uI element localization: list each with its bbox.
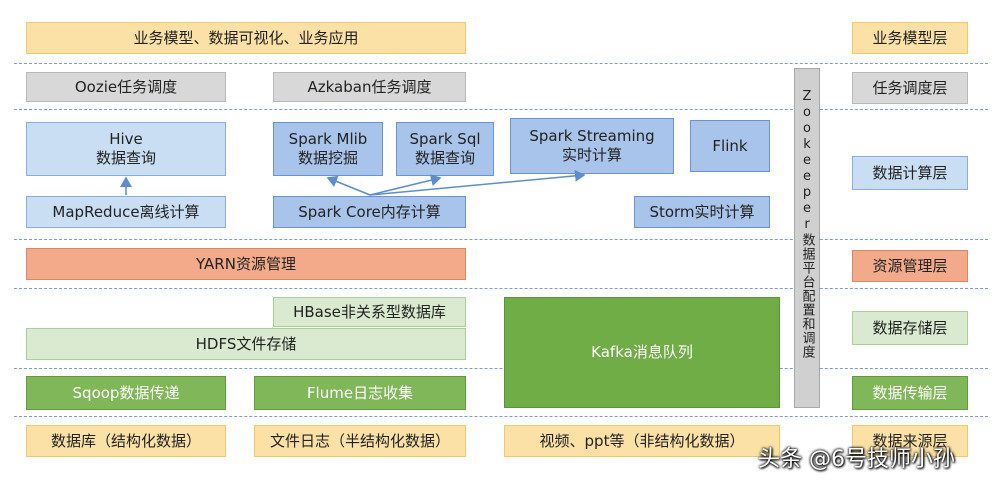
arrow-core-to-mlib bbox=[326, 175, 371, 196]
spark-core-box: Spark Core内存计算 bbox=[273, 196, 466, 228]
azkaban-box: Azkaban任务调度 bbox=[273, 72, 466, 102]
database-source-box: 数据库（结构化数据） bbox=[26, 425, 226, 457]
watermark-text: 头条 @6号技师小孙 bbox=[758, 447, 955, 472]
separator-5 bbox=[14, 368, 988, 369]
kafka-box: Kafka消息队列 bbox=[504, 297, 780, 408]
hdfs-box: HDFS文件存储 bbox=[26, 328, 466, 360]
hbase-box: HBase非关系型数据库 bbox=[273, 297, 466, 327]
hive-box: Hive 数据查询 bbox=[26, 122, 226, 176]
layer-label-compute: 数据计算层 bbox=[852, 156, 968, 190]
yarn-box: YARN资源管理 bbox=[26, 248, 466, 280]
separator-3 bbox=[14, 239, 988, 240]
mapreduce-box: MapReduce离线计算 bbox=[26, 196, 226, 228]
flink-box: Flink bbox=[690, 120, 770, 172]
spark-sql-box: Spark Sql 数据查询 bbox=[396, 122, 494, 176]
layer-label-scheduling: 任务调度层 bbox=[852, 72, 968, 104]
video-source-box: 视频、ppt等（非结构化数据） bbox=[504, 425, 780, 457]
layer-label-transfer: 数据传输层 bbox=[852, 376, 968, 410]
oozie-box: Oozie任务调度 bbox=[26, 72, 226, 102]
layer-label-business: 业务模型层 bbox=[852, 22, 968, 54]
file-log-source-box: 文件日志（半结构化数据） bbox=[254, 425, 466, 457]
flume-box: Flume日志收集 bbox=[254, 376, 466, 410]
top-bar-business-apps: 业务模型、数据可视化、业务应用 bbox=[26, 22, 466, 54]
zookeeper-bar: Zookeeper数据平台配置和调度 bbox=[794, 68, 820, 408]
sqoop-box: Sqoop数据传递 bbox=[26, 376, 226, 410]
separator-2 bbox=[14, 109, 988, 110]
arrow-core-to-sql bbox=[369, 174, 442, 196]
arrow-core-to-streaming bbox=[369, 169, 586, 196]
separator-6 bbox=[14, 416, 988, 417]
spark-mlib-box: Spark Mlib 数据挖掘 bbox=[273, 122, 383, 176]
spark-streaming-box: Spark Streaming 实时计算 bbox=[510, 118, 674, 174]
separator-4 bbox=[14, 288, 988, 289]
layer-label-source: 数据来源层 bbox=[852, 425, 968, 457]
storm-box: Storm实时计算 bbox=[634, 196, 770, 228]
layer-label-resource: 资源管理层 bbox=[852, 250, 968, 282]
separator-1 bbox=[14, 63, 988, 64]
layer-label-storage: 数据存储层 bbox=[852, 311, 968, 345]
